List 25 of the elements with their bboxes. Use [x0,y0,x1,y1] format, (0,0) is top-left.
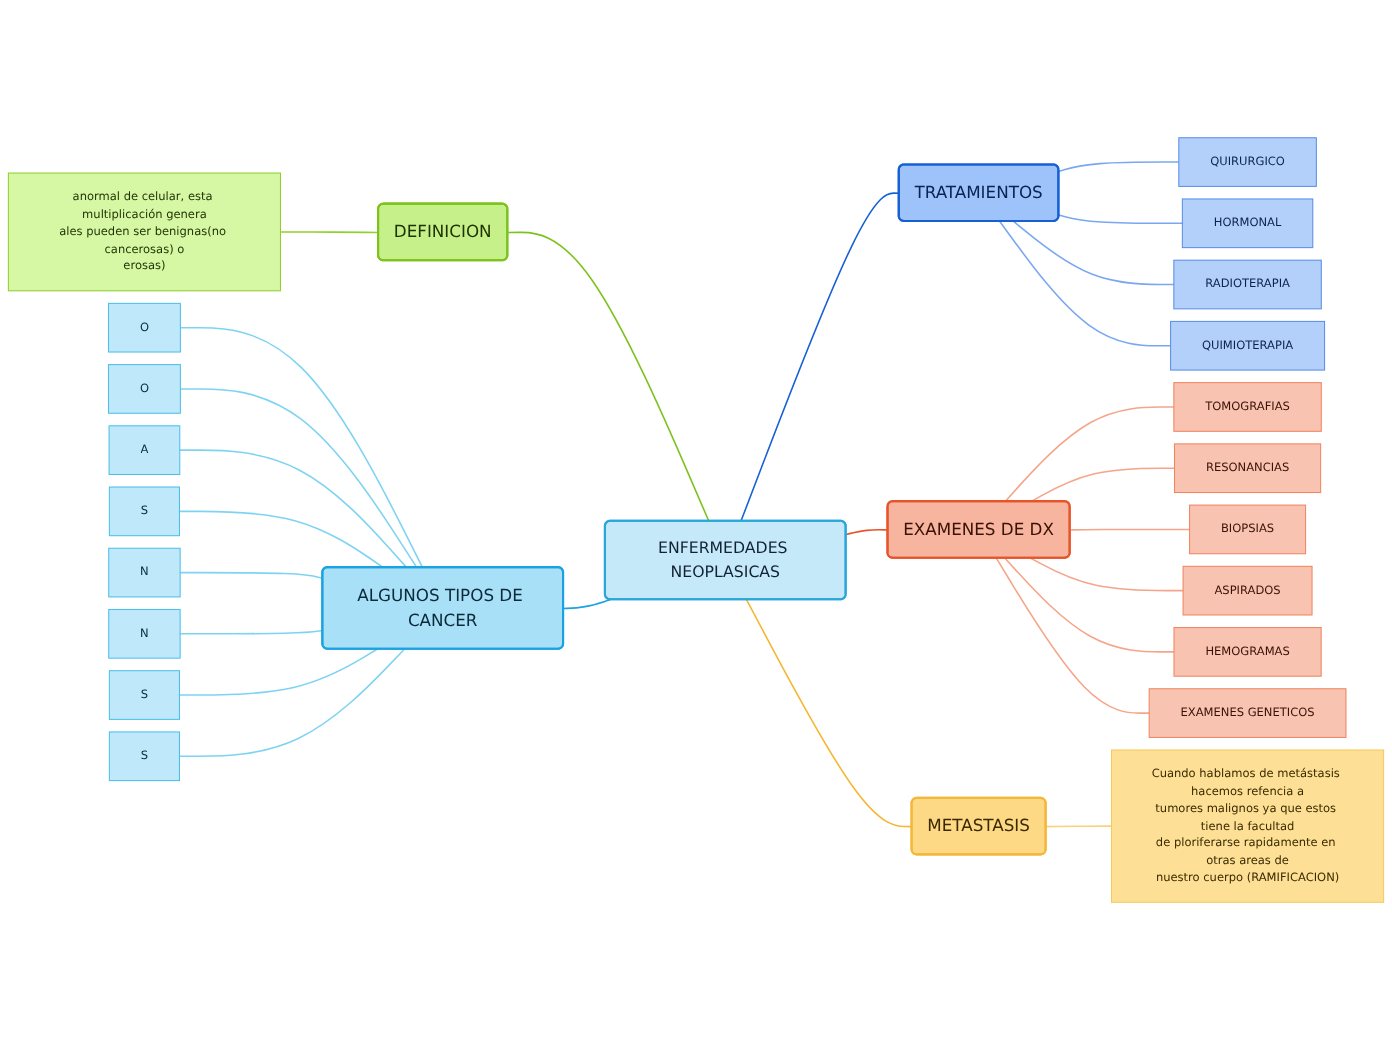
connector [999,220,1172,347]
connector [507,231,710,523]
connector [179,388,418,569]
connector [179,571,324,580]
connector [1058,214,1184,225]
connector [1030,557,1184,592]
connector [178,648,406,758]
connector [995,557,1150,714]
connector [178,648,378,696]
connector [1004,557,1175,653]
connector [1030,467,1176,503]
connector [1012,220,1175,286]
connector [1045,825,1113,828]
connector [740,192,901,523]
connector [845,529,889,536]
connector [745,599,913,828]
connector [178,510,385,569]
connector [179,449,408,569]
connector [1004,406,1175,503]
connector [179,326,424,569]
connector [562,599,611,610]
connector [179,629,324,635]
connector [1069,528,1191,531]
connector [1058,161,1180,173]
connector [279,231,380,234]
